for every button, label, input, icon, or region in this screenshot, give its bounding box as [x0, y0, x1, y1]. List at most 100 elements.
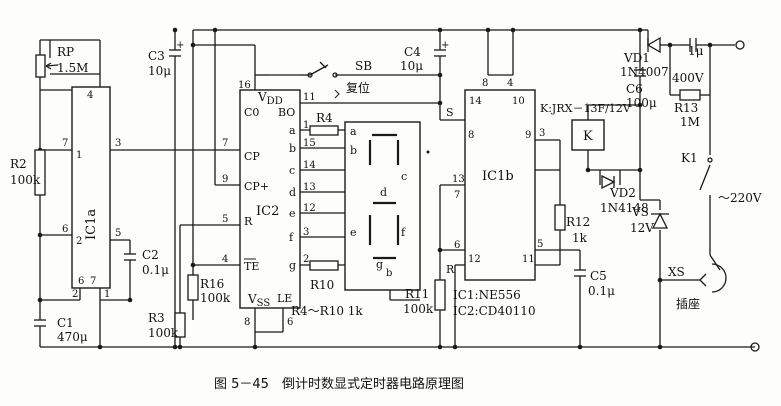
vs-zener: VS 12V	[630, 205, 669, 235]
r-range-label: R4～R10 1k	[291, 304, 363, 318]
vd2-diode: VD2 1N4148	[600, 174, 649, 215]
svg-text:7: 7	[454, 190, 460, 201]
c2-ref: C2	[142, 248, 159, 262]
ic1a-chip: IC1a 4 7 1 3 6 2 5 6 7 2 1	[62, 86, 121, 300]
ic2-pin-cpplus: CP+	[244, 180, 269, 193]
c5-ref: C5	[590, 269, 607, 283]
relay-ref: K	[583, 129, 593, 144]
r13-resistor: R13 1M	[674, 89, 701, 129]
c1-ref: C1	[57, 316, 74, 330]
ic1a-pin-3: 3	[115, 138, 121, 149]
r12-value: 1k	[572, 231, 588, 245]
svg-text:11: 11	[522, 254, 535, 265]
r3-resistor: R3 100k	[148, 311, 186, 340]
svg-text:b: b	[289, 142, 296, 155]
sb-ref: SB	[355, 59, 372, 73]
ic2-pin-co: C0	[244, 106, 259, 119]
svg-text:g: g	[289, 259, 296, 272]
c3-ref: C3	[148, 49, 165, 63]
svg-text:8: 8	[244, 317, 250, 328]
svg-text:3: 3	[539, 128, 545, 139]
vd1-ref: VD1	[623, 51, 650, 65]
svg-text:5: 5	[537, 239, 543, 250]
svg-text:8: 8	[468, 130, 474, 141]
svg-text:4: 4	[222, 254, 228, 265]
r10-resistor: R10	[309, 260, 339, 292]
svg-text:+: +	[441, 40, 449, 51]
k1-label: K1	[681, 151, 698, 165]
ic1a-pin-4: 4	[87, 90, 93, 101]
svg-text:6: 6	[287, 317, 293, 328]
svg-text:c: c	[401, 170, 407, 183]
svg-text:10: 10	[512, 96, 525, 107]
svg-text:8: 8	[482, 78, 488, 89]
relay-k: K K:JRX－13F/12V	[540, 102, 632, 151]
svg-text:9: 9	[525, 130, 531, 141]
svg-text:5: 5	[222, 214, 228, 225]
c6-ref: C6	[626, 82, 643, 96]
c3-value: 10μ	[148, 64, 171, 78]
c1-value: 470μ	[57, 330, 88, 344]
svg-text:c: c	[289, 164, 295, 177]
svg-text:1: 1	[303, 120, 309, 131]
svg-text:16: 16	[238, 80, 251, 91]
vs-value: 12V	[630, 221, 654, 235]
vd1-diode: VD1 1N4007	[620, 36, 669, 79]
svg-text:2: 2	[303, 254, 309, 265]
ic2-chip: IC2 VDD 16 C0 BO 11 CP 7 CP+ 9 R 5 TE 4 …	[222, 80, 316, 328]
vs-ref: VS	[631, 205, 649, 219]
rp-ref: RP	[57, 45, 74, 59]
svg-text:f: f	[401, 226, 406, 239]
ic2-pin-te: TE	[244, 260, 259, 273]
xs-ref: XS	[668, 265, 685, 279]
r3-ref: R3	[148, 311, 165, 325]
vd1-value: 1N4007	[620, 65, 669, 79]
relay-type: K:JRX－13F/12V	[540, 102, 632, 115]
svg-text:e: e	[289, 207, 296, 220]
svg-text:14: 14	[469, 96, 482, 107]
r16-value: 100k	[200, 291, 231, 305]
svg-text:11: 11	[303, 92, 316, 103]
c3-capacitor: + C3 10μ	[148, 40, 184, 78]
ic1a-pin-7: 7	[62, 138, 68, 149]
ic1a-pin-7b: 7	[90, 276, 96, 287]
svg-text:d: d	[380, 186, 387, 199]
svg-text:7: 7	[222, 138, 228, 149]
svg-text:9: 9	[222, 174, 228, 185]
svg-text:15: 15	[303, 138, 316, 149]
r2-resistor: R2 100k	[10, 149, 46, 196]
svg-text:13: 13	[452, 174, 465, 185]
svg-text:14: 14	[303, 160, 316, 171]
ic1a-pin-1: 1	[76, 150, 82, 161]
svg-text:b: b	[386, 268, 392, 279]
ic1a-pin-5: 5	[115, 228, 121, 239]
r4-ref: R4	[316, 111, 333, 125]
ic-note-2: IC2:CD40110	[453, 304, 536, 318]
vd2-ref: VD2	[609, 186, 636, 200]
rp-potentiometer: RP 1.5M	[35, 45, 88, 78]
c7-voltage: 400V	[672, 71, 704, 85]
svg-text:S: S	[446, 106, 454, 119]
ic-note-1: IC1:NE556	[453, 288, 521, 302]
r16-resistor: R16 100k	[187, 274, 231, 305]
r16-ref: R16	[200, 277, 224, 291]
svg-text:VSS: VSS	[247, 292, 270, 309]
seven-segment-display: a b c d e f g b	[344, 121, 430, 291]
svg-text:a: a	[350, 125, 357, 138]
c6-value: 100μ	[626, 96, 657, 110]
svg-text:g: g	[376, 258, 383, 271]
r12-ref: R12	[566, 215, 590, 229]
ic1a-pin-6: 6	[62, 224, 68, 235]
ic2-pin-bo: BO	[278, 106, 295, 119]
ic1a-label: IC1a	[84, 209, 99, 240]
r13-ref: R13	[674, 101, 698, 115]
ic1b-label: IC1b	[482, 169, 514, 184]
svg-text:4: 4	[507, 78, 513, 89]
r2-ref: R2	[10, 157, 27, 171]
ic1a-pin-1b: 1	[104, 289, 110, 300]
ic1a-pin-2: 2	[76, 236, 82, 247]
sb-label: 复位	[346, 80, 370, 95]
ic2-pin-cp: CP	[244, 150, 260, 163]
